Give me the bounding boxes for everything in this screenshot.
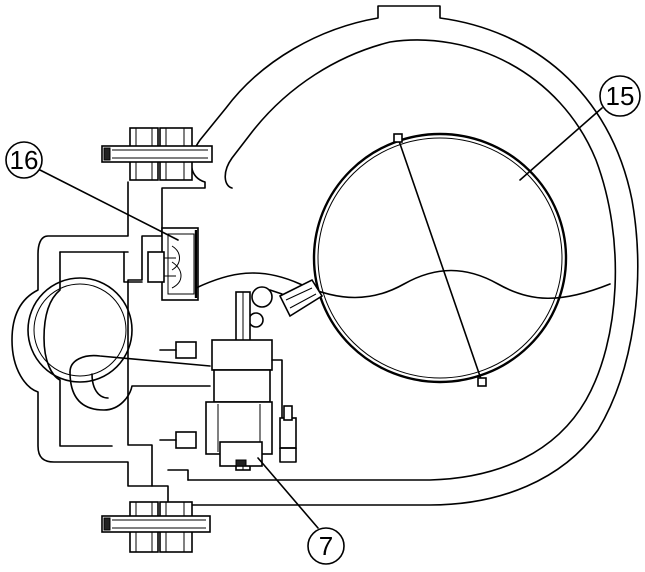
callout-15: 15: [599, 75, 641, 117]
water-level-line: [195, 269, 611, 299]
leader-lines: [39, 107, 603, 529]
callout-7: 7: [307, 527, 345, 565]
float-ball: [312, 132, 568, 387]
float-lever-arm: [248, 278, 324, 328]
bottom-flange-bolt: [101, 501, 211, 553]
callout-16: 16: [5, 141, 43, 179]
callout-15-label: 15: [606, 81, 635, 111]
left-cover-body: [11, 181, 211, 487]
main-valve-assembly: [159, 291, 297, 471]
callout-16-label: 16: [10, 145, 39, 175]
air-vent-element: [147, 227, 199, 301]
callout-7-label: 7: [319, 531, 333, 561]
top-flange-bolt: [101, 127, 213, 181]
trap-body-outer-shell: [127, 5, 639, 506]
